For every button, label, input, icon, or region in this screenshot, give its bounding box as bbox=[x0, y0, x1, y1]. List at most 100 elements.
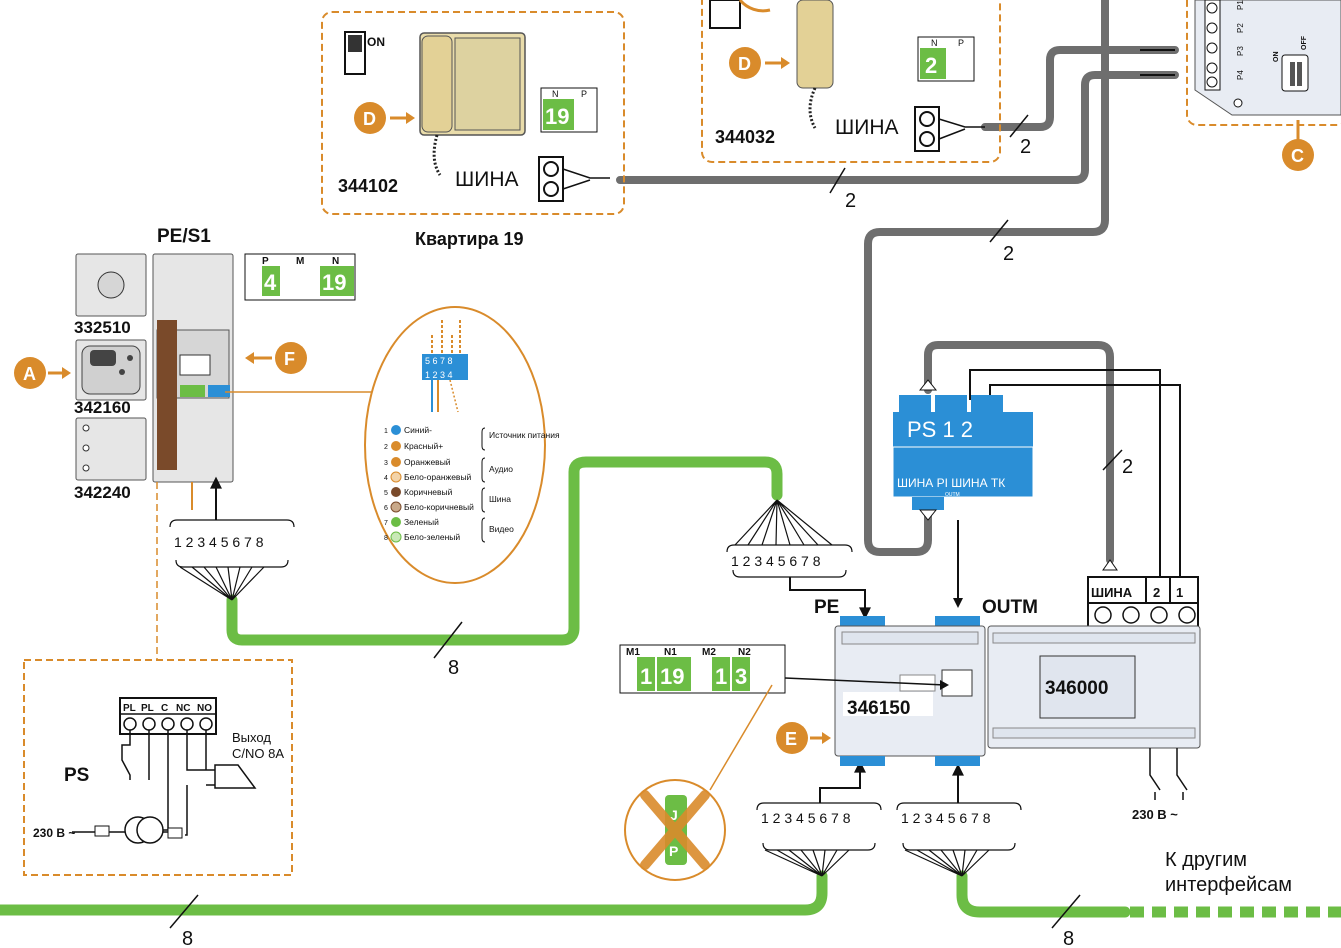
panel-back bbox=[152, 253, 234, 510]
fan-pe-bottom bbox=[756, 760, 882, 877]
marker-d-top: D bbox=[729, 47, 790, 79]
videophone-344102 bbox=[419, 32, 526, 176]
svg-text:3: 3 bbox=[735, 664, 747, 689]
svg-text:C: C bbox=[161, 703, 168, 714]
fan-pe-bottom-pins: 1 2 3 4 5 6 7 8 bbox=[761, 810, 851, 826]
handset-344032 bbox=[709, 0, 834, 129]
svg-text:F: F bbox=[284, 349, 295, 369]
svg-text:4: 4 bbox=[384, 475, 388, 482]
svg-text:Бело-коричневый: Бело-коричневый bbox=[404, 502, 474, 512]
distributor: P2 P3 P4 P1 ON OFF bbox=[1194, 0, 1341, 116]
svg-text:ШИНА: ШИНА bbox=[1091, 585, 1133, 600]
svg-text:1: 1 bbox=[715, 664, 727, 689]
svg-text:OUTM: OUTM bbox=[945, 492, 960, 498]
svg-text:5: 5 bbox=[384, 490, 388, 497]
svg-text:P4: P4 bbox=[1236, 70, 1245, 80]
bus-cables bbox=[616, 0, 1179, 564]
svg-text:N: N bbox=[931, 38, 938, 48]
svg-text:2: 2 bbox=[1003, 243, 1014, 265]
legend-group-video: Видео bbox=[489, 524, 514, 534]
svg-text:7: 7 bbox=[384, 520, 388, 527]
model-344032: 344032 bbox=[715, 127, 775, 147]
svg-text:P: P bbox=[262, 256, 269, 267]
svg-text:D: D bbox=[738, 54, 751, 74]
svg-text:Синий-: Синий- bbox=[404, 425, 432, 435]
module-346150: 346150 bbox=[834, 616, 986, 766]
outm-terminals: ШИНА 2 1 bbox=[1087, 559, 1199, 628]
svg-text:3: 3 bbox=[384, 460, 388, 467]
svg-text:P2: P2 bbox=[1236, 23, 1245, 33]
to-other-label: К другим bbox=[1165, 849, 1247, 871]
svg-text:8: 8 bbox=[1063, 928, 1074, 948]
svg-text:1: 1 bbox=[640, 664, 652, 689]
legend-items: 1 2 3 4 5 6 7 8 Синий- Красный+ Оранжевы… bbox=[384, 425, 474, 543]
svg-text:PS 1 2: PS 1 2 bbox=[907, 417, 973, 442]
svg-text:346000: 346000 bbox=[1045, 678, 1108, 699]
svg-text:M1: M1 bbox=[626, 647, 640, 658]
svg-text:1: 1 bbox=[384, 428, 388, 435]
legend-group-bus: Шина bbox=[489, 494, 511, 504]
bus-wires-thin bbox=[969, 49, 1181, 580]
model-332510: 332510 bbox=[74, 318, 131, 337]
svg-text:8: 8 bbox=[384, 535, 388, 542]
svg-text:ШИНА PI ШИНА ТК: ШИНА PI ШИНА ТК bbox=[897, 476, 1005, 490]
outm-label: OUTM bbox=[982, 597, 1038, 618]
cable-count-top: 2 bbox=[1009, 114, 1031, 158]
on-label: ON bbox=[367, 35, 385, 49]
module-342160 bbox=[75, 339, 147, 401]
marker-f: F bbox=[245, 342, 307, 374]
module-346000: 346000 bbox=[987, 625, 1201, 800]
ps-title: PS bbox=[64, 765, 89, 786]
svg-text:6: 6 bbox=[384, 505, 388, 512]
svg-text:P1: P1 bbox=[1236, 0, 1245, 10]
cable-count-right: 2 bbox=[989, 219, 1014, 265]
cable-count-8-bottom-left: 8 bbox=[169, 894, 199, 948]
svg-text:C: C bbox=[1291, 146, 1304, 166]
panel-title: PE/S1 bbox=[157, 226, 211, 247]
marker-a: A bbox=[14, 357, 71, 389]
svg-text:2: 2 bbox=[1122, 456, 1133, 478]
fan-outm-bottom-pins: 1 2 3 4 5 6 7 8 bbox=[901, 810, 991, 826]
ps-block: PS 1 2 ШИНА PI ШИНА ТК OUTM bbox=[892, 379, 1034, 608]
apartment-title: Квартира 19 bbox=[415, 229, 524, 249]
svg-text:OFF: OFF bbox=[1301, 35, 1308, 50]
svg-text:P: P bbox=[669, 843, 678, 859]
np-switch-top: N P 2 bbox=[917, 36, 975, 82]
svg-text:2: 2 bbox=[1020, 136, 1031, 158]
legend-group-audio: Аудио bbox=[489, 464, 513, 474]
ps-terminal-block: PL PL C NC NO bbox=[72, 697, 257, 844]
cable-count-8-bottom-right: 8 bbox=[1051, 894, 1081, 948]
svg-text:19: 19 bbox=[660, 664, 684, 689]
bus-label-top: ШИНА bbox=[835, 116, 899, 139]
legend-groups bbox=[481, 427, 486, 543]
fan-pe-top bbox=[726, 499, 871, 620]
svg-text:M2: M2 bbox=[702, 647, 716, 658]
svg-text:19: 19 bbox=[545, 104, 569, 129]
model-342160: 342160 bbox=[74, 398, 131, 417]
model-342240: 342240 bbox=[74, 483, 131, 502]
svg-text:8: 8 bbox=[182, 928, 193, 948]
svg-text:D: D bbox=[363, 109, 376, 129]
svg-text:2: 2 bbox=[384, 444, 388, 451]
outm-voltage: 230 В ~ bbox=[1132, 807, 1178, 822]
marker-e: E bbox=[776, 722, 831, 754]
module-332510 bbox=[75, 253, 147, 317]
svg-text:2: 2 bbox=[1153, 585, 1160, 600]
interfaces-label: интерфейсам bbox=[1165, 874, 1292, 896]
svg-text:N2: N2 bbox=[738, 647, 751, 658]
distributor-box bbox=[1186, 0, 1341, 126]
jumper-removed: J P bbox=[624, 684, 773, 881]
svg-text:A: A bbox=[23, 364, 36, 384]
fan-panel-pins: 1 2 3 4 5 6 7 8 bbox=[174, 534, 264, 550]
svg-text:Красный+: Красный+ bbox=[404, 441, 443, 451]
svg-text:P: P bbox=[581, 89, 587, 99]
svg-text:Бело-зеленый: Бело-зеленый bbox=[404, 532, 460, 542]
apartment2-box bbox=[701, 0, 1001, 163]
svg-text:PL: PL bbox=[141, 703, 154, 714]
fan-outm-bottom bbox=[896, 763, 1022, 877]
svg-text:PL: PL bbox=[123, 703, 136, 714]
svg-text:2: 2 bbox=[925, 53, 937, 78]
marker-d-apartment: D bbox=[354, 102, 415, 134]
mn-switch: M1 N1 M2 N2 1 19 1 3 bbox=[619, 644, 949, 694]
